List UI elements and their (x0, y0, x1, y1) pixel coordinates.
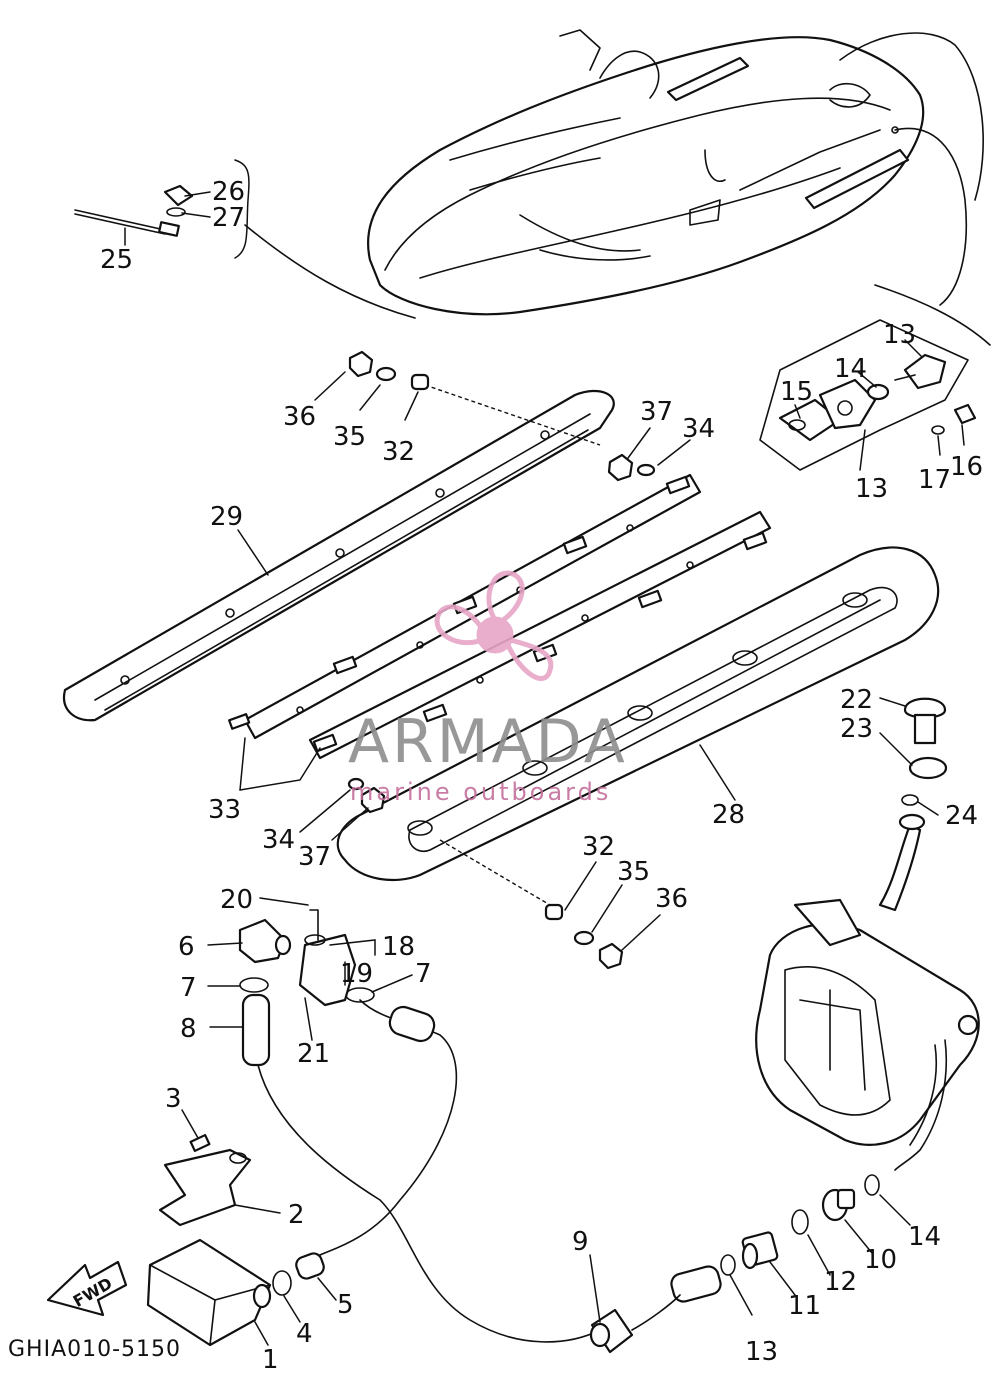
part-24-fitting (903, 697, 947, 745)
part-3-screw (189, 1133, 211, 1153)
part-14-assembly (759, 319, 977, 471)
callout-29: 27 (212, 203, 245, 233)
callout-19: 17 (918, 465, 951, 495)
callout-35-bottom: 35 (617, 857, 650, 887)
callout-34-bottom: 34 (262, 825, 295, 855)
callout-25: 23 (840, 714, 873, 744)
part-9-hose (631, 1265, 722, 1331)
callout-36-top: 36 (283, 402, 316, 432)
part-13-clamp (864, 1174, 880, 1196)
callout-34-top: 34 (682, 414, 715, 444)
part-30-duct (336, 546, 940, 882)
jet-pump (755, 813, 980, 1171)
callout-3: 3 (165, 1084, 182, 1114)
part-4-clamp (272, 1270, 292, 1296)
callout-15: 13 (883, 320, 916, 350)
callout-2: 2 (288, 1200, 305, 1230)
part-12-washer (791, 1209, 809, 1235)
callout-35-top: 35 (333, 422, 366, 452)
callout-4: 4 (296, 1319, 313, 1349)
part-9-connector (589, 1308, 634, 1354)
callout-5: 5 (337, 1290, 354, 1320)
part-11-fitting (720, 1231, 779, 1276)
callout-13-bottom: 13 (745, 1337, 778, 1367)
callout-18: 16 (950, 452, 983, 482)
callout-10: 10 (864, 1245, 897, 1275)
callout-13-right: 14 (908, 1222, 941, 1252)
part-6-elbow (238, 918, 292, 964)
part-26-clip (901, 794, 919, 806)
callout-20: 18 (382, 932, 415, 962)
callout-7-left: 7 (180, 973, 197, 1003)
callout-6: 6 (178, 932, 195, 962)
callout-36-bottom: 36 (655, 884, 688, 914)
part-28-cap (163, 184, 194, 207)
hull-outline (244, 29, 991, 346)
callout-23: 21 (297, 1039, 330, 1069)
callout-21: 19 (340, 959, 373, 989)
callout-9: 9 (572, 1227, 589, 1257)
part-20-bracket (298, 909, 357, 1007)
callout-8: 8 (180, 1014, 197, 1044)
callout-12: 12 (824, 1267, 857, 1297)
callout-labels: 26 27 25 36 35 32 37 34 29 13 14 15 17 1… (100, 177, 983, 1373)
part-2-bracket (158, 1148, 252, 1227)
callout-30: 28 (712, 800, 745, 830)
hardware-bottom (347, 777, 624, 970)
part-1-box (146, 1238, 272, 1347)
callout-32-top: 32 (382, 437, 415, 467)
callout-26: 24 (945, 801, 978, 831)
callout-27: 25 (100, 245, 133, 275)
callout-1: 1 (262, 1345, 279, 1368)
watermark-tagline: marine outboards (350, 778, 611, 806)
fwd-arrow: FWD (46, 1260, 128, 1317)
part-31-upper-rail (62, 390, 615, 722)
hardware-top (348, 350, 656, 482)
callout-7-right: 7 (415, 959, 432, 989)
part-25-clamp (908, 756, 948, 780)
callout-22: 20 (220, 885, 253, 915)
callout-32-bottom: 32 (582, 832, 615, 862)
callout-11: 11 (788, 1291, 821, 1321)
part-10-nut (821, 1188, 856, 1222)
part-5-hose (295, 1005, 436, 1280)
leader-lines (124, 191, 965, 1346)
callout-28: 26 (212, 177, 245, 207)
part-29-washer (166, 207, 186, 217)
watermark-logo (434, 570, 554, 681)
watermark: ARMADA marine outboards (348, 570, 628, 806)
diagram-code: GHIA010-5150 (8, 1337, 181, 1362)
callout-31: 29 (210, 502, 243, 532)
callout-14: 13 (855, 474, 888, 504)
callout-37-bottom: 37 (298, 842, 331, 872)
callout-17: 15 (780, 377, 813, 407)
callout-37-top: 37 (640, 397, 673, 427)
part-27-wire-lead (74, 209, 180, 237)
callout-33: 33 (208, 795, 241, 825)
callout-24: 22 (840, 685, 873, 715)
callout-16: 14 (834, 354, 867, 384)
watermark-brand: ARMADA (348, 707, 628, 777)
